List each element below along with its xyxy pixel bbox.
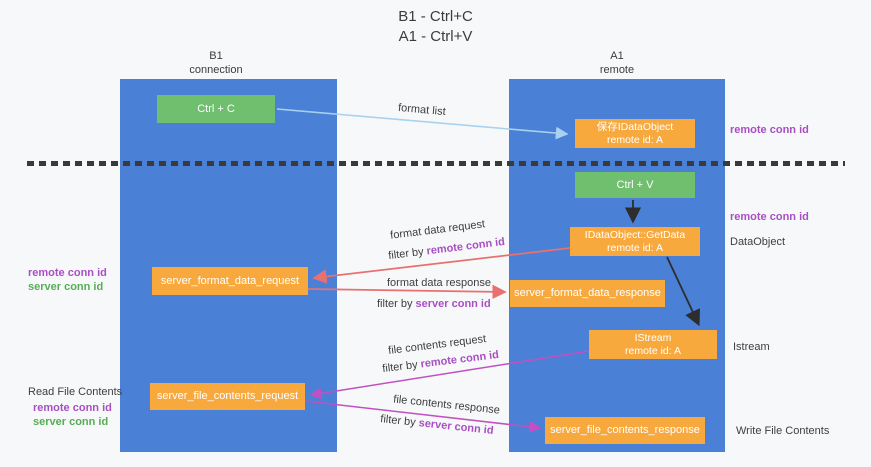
label-filter-server-conn-id-2: filter by server conn id: [380, 413, 494, 438]
node-istream-line1: IStream: [634, 331, 672, 344]
label-read-file-contents: Read File Contents: [28, 386, 123, 398]
label-remote-conn-id-right-top: remote conn id: [730, 124, 809, 136]
node-server-format-data-request: server_format_data_request: [152, 267, 308, 295]
filter-server-conn-id-text: server conn id: [415, 298, 491, 310]
filter-by-text: filter by: [387, 245, 428, 263]
diagram-title: B1 - Ctrl+C A1 - Ctrl+V: [0, 7, 871, 47]
node-ctrl-v: Ctrl + V: [575, 172, 695, 198]
lane-header-a1: A1 remote: [509, 49, 725, 77]
label-write-file-contents: Write File Contents: [736, 425, 830, 437]
node-istream: IStream remote id: A: [589, 330, 717, 359]
label-remote-conn-id-left-2: remote conn id: [33, 402, 112, 414]
node-save-idataobject: 保存IDataObject remote id: A: [575, 119, 695, 148]
node-istream-line2: remote id: A: [624, 344, 682, 357]
label-remote-conn-id-right-mid: remote conn id: [730, 211, 809, 223]
lane-a1-name: A1: [610, 50, 624, 62]
node-getdata-line1: IDataObject::GetData: [584, 228, 686, 241]
node-format-request-label: server_format_data_request: [160, 274, 300, 287]
label-format-data-response: format data response: [387, 277, 491, 289]
lane-header-b1: B1 connection: [110, 49, 322, 77]
filter-server-conn-id-text: server conn id: [418, 417, 495, 437]
label-file-contents-response: file contents response: [392, 393, 501, 417]
filter-by-text: filter by: [381, 358, 422, 376]
node-ctrl-c: Ctrl + C: [157, 95, 275, 123]
filter-remote-conn-id-text: remote conn id: [425, 235, 506, 258]
node-ctrl-c-label: Ctrl + C: [197, 102, 235, 115]
node-save-idataobject-line2: remote id: A: [606, 133, 664, 146]
filter-by-text: filter by: [379, 413, 420, 430]
label-format-list: format list: [397, 101, 447, 119]
lane-b1-name: B1: [209, 50, 223, 62]
lane-a1-subtitle: remote: [599, 64, 635, 76]
node-getdata-line2: remote id: A: [606, 241, 664, 254]
title-line-1: B1 - Ctrl+C: [398, 8, 473, 25]
title-line-2: A1 - Ctrl+V: [398, 28, 473, 45]
label-istream: Istream: [733, 341, 770, 353]
node-file-response-label: server_file_contents_response: [550, 424, 700, 436]
lane-b1-subtitle: connection: [189, 64, 243, 76]
label-dataobject: DataObject: [730, 236, 786, 248]
filter-by-text: filter by: [377, 298, 416, 310]
label-server-conn-id-left-2: server conn id: [33, 416, 109, 428]
node-format-response-label: server_format_data_response: [514, 287, 661, 299]
node-server-file-contents-response: server_file_contents_response: [545, 417, 705, 444]
node-server-format-data-response: server_format_data_response: [510, 280, 665, 307]
label-remote-conn-id-left-1: remote conn id: [28, 267, 107, 279]
node-ctrl-v-label: Ctrl + V: [616, 178, 654, 191]
label-server-conn-id-left-1: server conn id: [28, 281, 104, 293]
node-server-file-contents-request: server_file_contents_request: [150, 383, 305, 410]
node-file-request-label: server_file_contents_request: [156, 390, 299, 402]
label-filter-server-conn-id-1: filter by server conn id: [377, 298, 491, 311]
node-idataobject-getdata: IDataObject::GetData remote id: A: [570, 227, 700, 256]
node-save-idataobject-line1: 保存IDataObject: [596, 120, 674, 133]
session-separator-dashed-line: [27, 161, 845, 166]
